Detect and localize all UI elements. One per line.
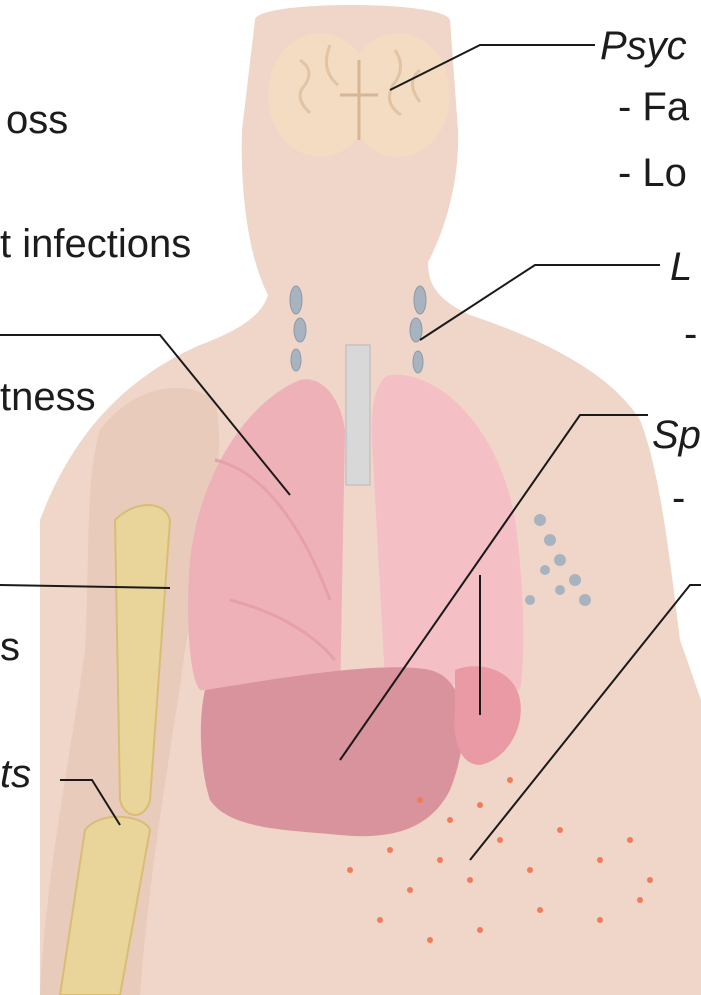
liver-illustration — [201, 667, 463, 836]
left-label-1: oss — [6, 100, 68, 140]
left-label-2: t infections — [0, 224, 191, 264]
psych-item-1: - Fa — [618, 87, 689, 127]
psych-title: Psyc — [600, 26, 687, 66]
left-label-4: s — [0, 627, 20, 667]
lymph-item-1: - — [684, 314, 697, 354]
left-label-3: tness — [0, 377, 96, 417]
spleen-title: Sp — [652, 415, 701, 455]
psych-item-2: - Lo — [618, 153, 687, 193]
left-label-5: ts — [0, 754, 31, 794]
spleen-item-1: - — [672, 478, 685, 518]
trachea — [346, 345, 370, 485]
lymph-title: L — [670, 247, 692, 287]
